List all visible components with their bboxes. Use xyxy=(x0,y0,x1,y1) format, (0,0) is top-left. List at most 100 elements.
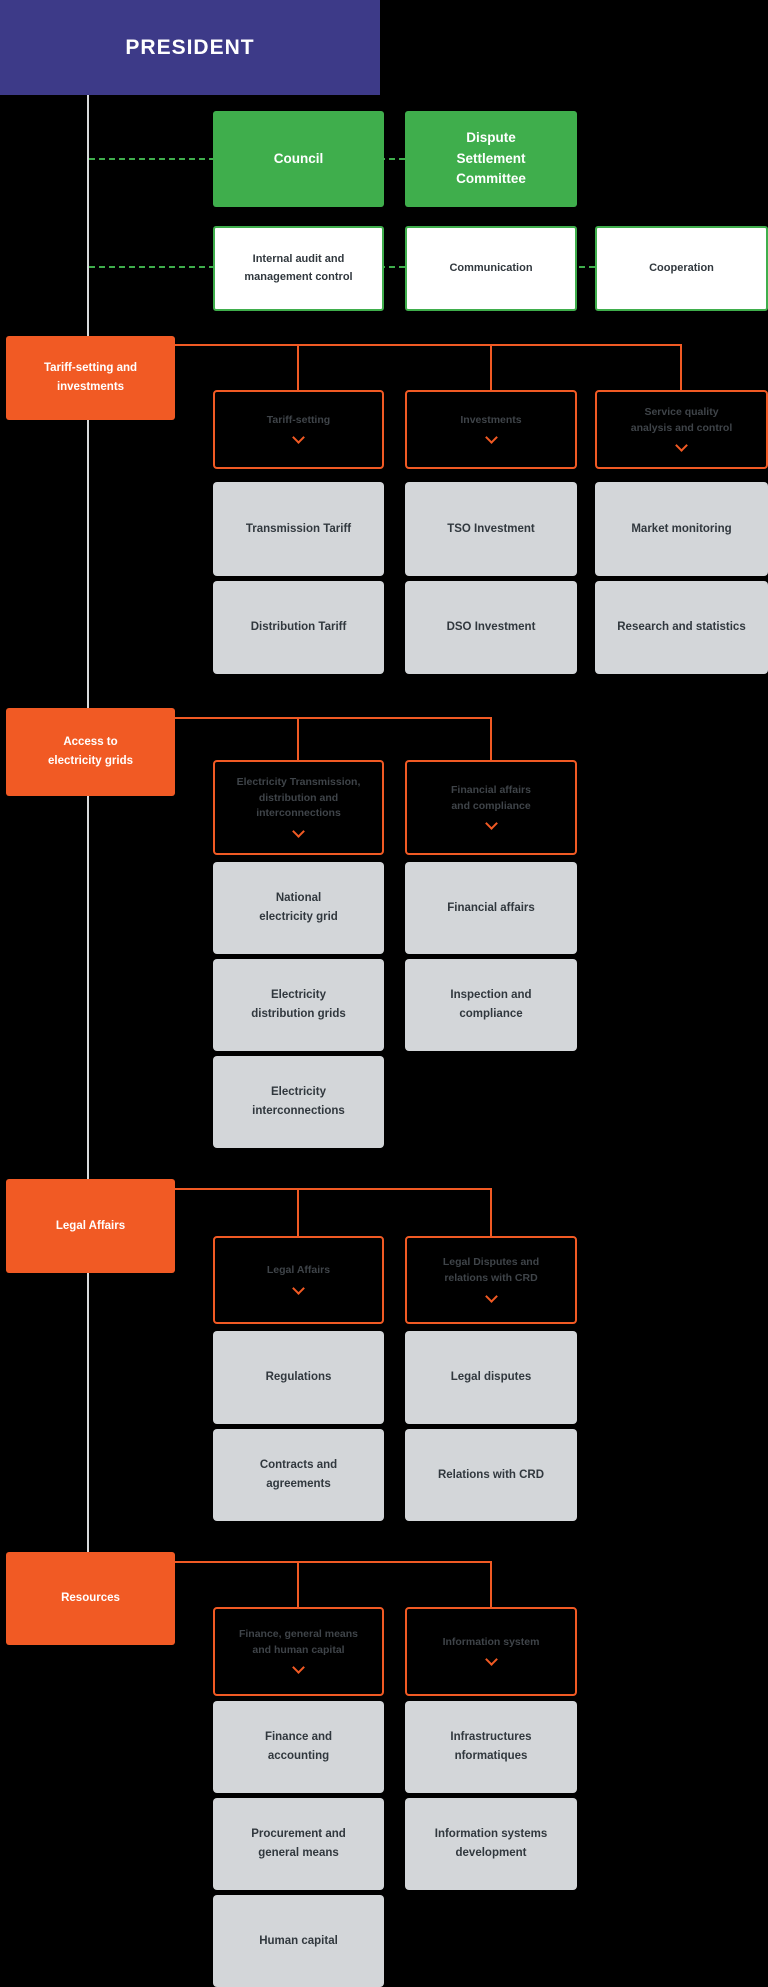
unit-label: Human capital xyxy=(259,1934,338,1947)
communication-box: Communication xyxy=(405,226,577,311)
president-label: PRESIDENT xyxy=(125,35,255,59)
dept-investments[interactable]: Investments xyxy=(405,390,577,469)
unit-label: National electricity grid xyxy=(259,892,338,923)
chevron-down-icon xyxy=(292,431,305,445)
unit-label: Inspection and compliance xyxy=(450,989,532,1020)
unit-label: Research and statistics xyxy=(617,621,746,634)
unit-tso-investment: TSO Investment xyxy=(405,482,577,576)
section-legal-affairs-box: Legal Affairs xyxy=(6,1179,175,1273)
unit-electricity-interconnections: Electricity interconnections xyxy=(213,1056,384,1148)
president-vertical-line xyxy=(87,95,89,1599)
unit-label: Relations with CRD xyxy=(437,1468,545,1481)
unit-label: Electricity interconnections xyxy=(252,1086,345,1117)
cooperation-box: Cooperation xyxy=(595,226,768,311)
section1-horizontal-connector xyxy=(175,344,682,346)
dept-tariff-setting[interactable]: Tariff-setting xyxy=(213,390,384,469)
section2-drop-1 xyxy=(297,717,299,760)
dept-finance-general-means[interactable]: Finance, general means and human capital xyxy=(213,1607,384,1696)
unit-label: Transmission Tariff xyxy=(245,522,352,535)
dept-tariff-setting-label: Tariff-setting xyxy=(266,413,331,426)
unit-financial-affairs: Financial affairs xyxy=(405,862,577,954)
section-legal-affairs-label: Legal Affairs xyxy=(55,1219,126,1232)
dept-legal-disputes-label: Legal Disputes and relations with CRD xyxy=(442,1256,540,1284)
dept-information-system-label: Information system xyxy=(442,1635,540,1648)
chevron-down-icon xyxy=(484,1289,498,1303)
unit-research-statistics: Research and statistics xyxy=(595,581,768,674)
section1-drop-2 xyxy=(490,344,492,390)
unit-label: Legal disputes xyxy=(450,1371,532,1384)
dept-information-system[interactable]: Information system xyxy=(405,1607,577,1696)
dept-service-quality-label: Service quality analysis and control xyxy=(630,405,733,434)
unit-distribution-tariff: Distribution Tariff xyxy=(213,581,384,674)
unit-label: Regulations xyxy=(265,1371,332,1384)
unit-label: DSO Investment xyxy=(446,621,536,634)
chevron-down-icon xyxy=(484,431,498,445)
unit-infrastructures-informatiques: Infrastructures nformatiques xyxy=(405,1701,577,1793)
unit-label: Infrastructures nformatiques xyxy=(450,1731,532,1762)
section-access-grids-box: Access to electricity grids xyxy=(6,708,175,796)
unit-regulations: Regulations xyxy=(213,1331,384,1424)
dept-financial-affairs-compliance-label: Financial affairs and compliance xyxy=(451,783,531,812)
cooperation-label: Cooperation xyxy=(649,261,714,274)
chevron-down-icon xyxy=(292,1661,305,1675)
unit-label: Finance and accounting xyxy=(264,1731,333,1762)
unit-relations-crd: Relations with CRD xyxy=(405,1429,577,1521)
section4-drop-1 xyxy=(297,1561,299,1607)
section-access-grids-label: Access to electricity grids xyxy=(47,736,133,767)
dispute-settlement-committee-label: Dispute Settlement Committee xyxy=(456,129,526,187)
section-tariff-setting-box: Tariff-setting and investments xyxy=(6,336,175,420)
unit-finance-accounting: Finance and accounting xyxy=(213,1701,384,1793)
unit-label: TSO Investment xyxy=(447,522,535,535)
dept-financial-affairs-compliance[interactable]: Financial affairs and compliance xyxy=(405,760,577,855)
dept-electricity-transmission[interactable]: Electricity Transmission, distribution a… xyxy=(213,760,384,855)
dept-investments-label: Investments xyxy=(460,413,522,426)
council-box: Council xyxy=(213,111,384,207)
unit-label: Financial affairs xyxy=(447,901,535,914)
unit-label: Contracts and agreements xyxy=(259,1459,338,1490)
section4-horizontal-connector xyxy=(175,1561,492,1563)
chevron-down-icon xyxy=(484,817,498,831)
unit-market-monitoring: Market monitoring xyxy=(595,482,768,576)
unit-procurement-general-means: Procurement and general means xyxy=(213,1798,384,1890)
unit-transmission-tariff: Transmission Tariff xyxy=(213,482,384,576)
dept-legal-affairs-label: Legal Affairs xyxy=(266,1264,331,1277)
unit-national-electricity-grid: National electricity grid xyxy=(213,862,384,954)
section3-drop-2 xyxy=(490,1188,492,1236)
dept-finance-general-means-label: Finance, general means and human capital xyxy=(238,1627,359,1656)
unit-dso-investment: DSO Investment xyxy=(405,581,577,674)
unit-label: Information systems development xyxy=(434,1828,548,1859)
president-box: PRESIDENT xyxy=(0,0,380,95)
unit-contracts-agreements: Contracts and agreements xyxy=(213,1429,384,1521)
dept-legal-affairs[interactable]: Legal Affairs xyxy=(213,1236,384,1324)
unit-label: Electricity distribution grids xyxy=(251,989,346,1020)
unit-legal-disputes: Legal disputes xyxy=(405,1331,577,1424)
unit-information-systems-development: Information systems development xyxy=(405,1798,577,1890)
chevron-down-icon xyxy=(292,825,305,838)
section-resources-box: Resources xyxy=(6,1552,175,1645)
unit-label: Market monitoring xyxy=(631,522,732,535)
section-resources-label: Resources xyxy=(61,1592,120,1605)
dept-service-quality[interactable]: Service quality analysis and control xyxy=(595,390,768,469)
chevron-down-icon xyxy=(675,439,688,453)
section2-horizontal-connector xyxy=(175,717,492,719)
council-label: Council xyxy=(273,150,324,166)
section1-drop-1 xyxy=(297,344,299,390)
section3-horizontal-connector xyxy=(175,1188,492,1190)
dept-legal-disputes[interactable]: Legal Disputes and relations with CRD xyxy=(405,1236,577,1324)
internal-audit-label: Internal audit and management control xyxy=(244,253,353,283)
section2-drop-2 xyxy=(490,717,492,760)
communication-label: Communication xyxy=(449,261,533,274)
chevron-down-icon xyxy=(292,1282,305,1295)
section1-drop-3 xyxy=(680,344,682,390)
section4-drop-2 xyxy=(490,1561,492,1607)
section-tariff-setting-label: Tariff-setting and investments xyxy=(43,362,138,393)
chevron-down-icon xyxy=(484,1653,498,1667)
unit-electricity-distribution-grids: Electricity distribution grids xyxy=(213,959,384,1051)
unit-inspection-compliance: Inspection and compliance xyxy=(405,959,577,1051)
dept-electricity-transmission-label: Electricity Transmission, distribution a… xyxy=(236,775,361,820)
unit-human-capital: Human capital xyxy=(213,1895,384,1987)
unit-label: Procurement and general means xyxy=(251,1828,346,1859)
internal-audit-box: Internal audit and management control xyxy=(213,226,384,311)
unit-label: Distribution Tariff xyxy=(250,621,347,634)
